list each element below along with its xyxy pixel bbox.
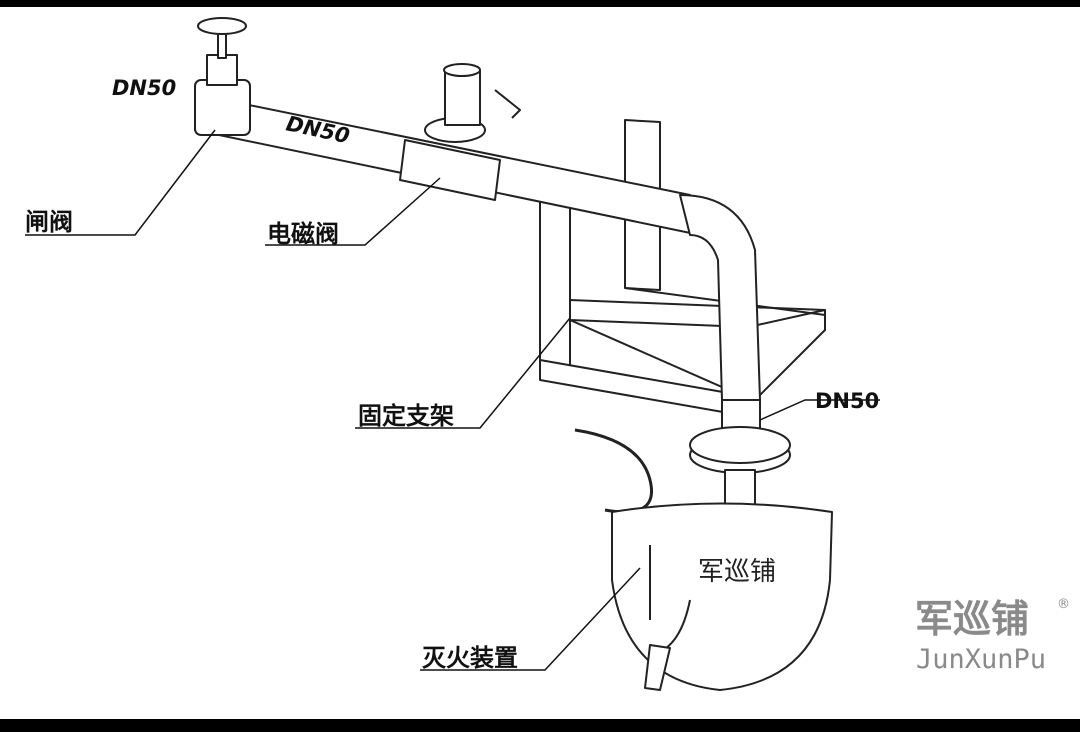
connecting-hose bbox=[574, 428, 653, 514]
watermark-logo: 军巡铺 ® JunXunPu bbox=[915, 597, 1070, 675]
gate-valve bbox=[194, 17, 251, 136]
dn50-label-vertical: DN50 bbox=[815, 389, 879, 413]
gate-valve-label: 闸阀 bbox=[25, 208, 73, 236]
fixed-bracket-label: 固定支架 bbox=[358, 402, 454, 430]
watermark-cn: 军巡铺 bbox=[915, 597, 1029, 641]
leader-lines bbox=[25, 129, 880, 671]
watermark-registered: ® bbox=[1057, 597, 1070, 612]
pipe-flange bbox=[689, 399, 791, 511]
dn50-label-gate: DN50 bbox=[112, 76, 176, 100]
fire-extinguishing-device bbox=[611, 502, 833, 691]
solenoid-valve bbox=[399, 63, 521, 201]
top-black-bar bbox=[0, 0, 1080, 7]
bottom-black-bar bbox=[0, 719, 1080, 732]
device-brand-text: 军巡铺 bbox=[698, 557, 776, 587]
watermark-en: JunXunPu bbox=[916, 644, 1046, 675]
fixed-bracket bbox=[539, 119, 826, 416]
solenoid-valve-label: 电磁阀 bbox=[267, 220, 339, 248]
fire-device-label: 灭火装置 bbox=[422, 644, 518, 672]
